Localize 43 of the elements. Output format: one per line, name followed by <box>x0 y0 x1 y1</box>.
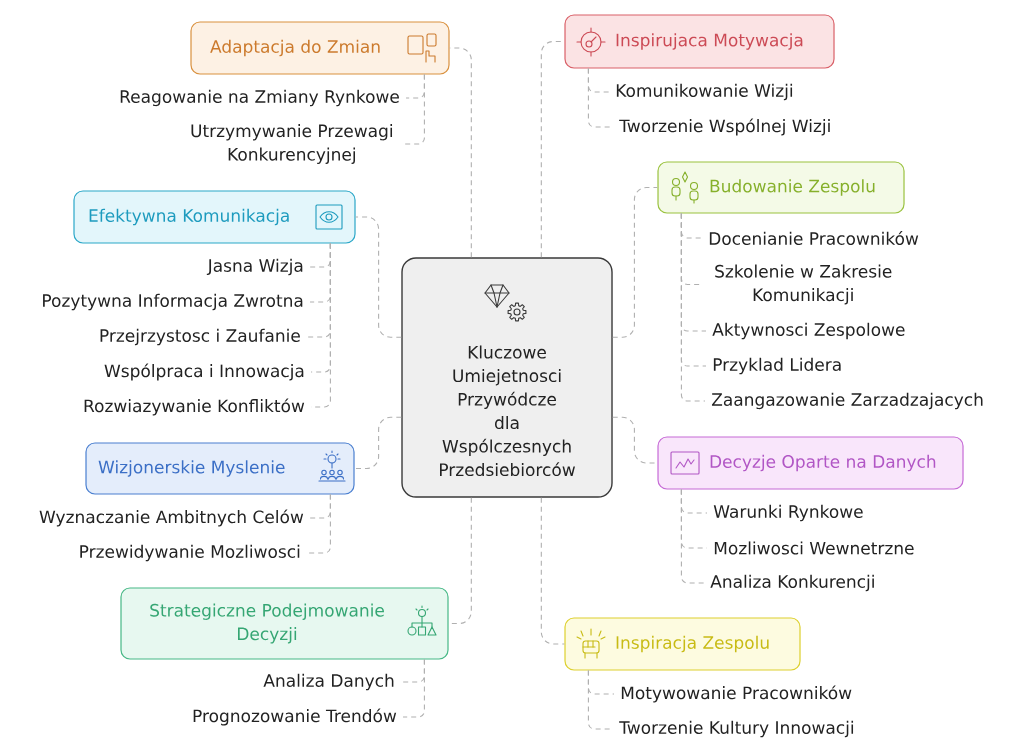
dashed-connector <box>355 216 402 338</box>
subtopic-label: Jasna Wizja <box>206 258 303 276</box>
subtopic-label: Reagowanie na Zmiany Rynkowe <box>120 89 399 107</box>
subtopic-label: Prognozowanie Trendów <box>193 708 397 726</box>
subtopic-label: Wspólpraca i Innowacja <box>104 363 304 381</box>
subtopic-label: Przyklad Lidera <box>713 357 841 375</box>
dashed-connector <box>403 74 425 145</box>
dashed-connector <box>306 494 331 554</box>
topic-box: Wizjonerskie Myslenie <box>85 442 355 495</box>
subtopic-label: Wyznaczanie Ambitnych Celów <box>39 509 304 527</box>
dashed-connector <box>540 497 565 645</box>
dashed-connector <box>354 416 402 470</box>
topic-box: Efektywna Komunikacja <box>73 190 356 244</box>
central-topic-box: Kluczowe Umiejetnosci Przywódcze dla Wspólczesnych Przedsiebiorców <box>401 257 613 498</box>
topic-box: Strategiczne Podejmowanie Decyzji <box>120 587 449 660</box>
dashed-connector <box>612 186 658 338</box>
subtopic-label: Komunikowanie Wizji <box>616 83 793 101</box>
topic-box: Inspiracja Zespolu <box>564 617 801 671</box>
dashed-connector <box>310 243 331 408</box>
subtopic-label: Przejrzystosc i Zaufanie <box>100 328 300 346</box>
topic-box: Decyzje Oparte na Danych <box>657 436 964 490</box>
subtopic-label: Tworzenie Kultury Innowacji <box>619 720 854 738</box>
subtopic-label: Analiza Danych <box>263 673 394 691</box>
topic-box: Adaptacja do Zmian <box>190 21 450 75</box>
subtopic-label: Rozwiazywanie Konfliktów <box>84 398 305 416</box>
dashed-connector <box>680 213 706 402</box>
subtopic-label: Aktywnosci Zespolowe <box>712 322 905 340</box>
subtopic-label: Zaangazowanie Zarzadzajacych <box>712 392 983 410</box>
subtopic-label: Docenianie Pracowników <box>709 231 919 245</box>
topic-box: Budowanie Zespolu <box>657 161 905 214</box>
subtopic-label: Motywowanie Pracowników <box>621 685 852 703</box>
subtopic-label: Przewidywanie Mozliwosci <box>80 544 300 562</box>
subtopic-label: Pozytywna Informacja Zwrotna <box>43 293 303 311</box>
subtopic-label: Tworzenie Wspólnej Wizji <box>619 118 830 136</box>
subtopic-label: Warunki Rynkowe <box>713 504 863 522</box>
subtopic-label: Utrzymywanie Przewagi Konkurencyjnej <box>191 124 392 164</box>
dashed-connector <box>680 489 705 584</box>
subtopic-label: Mozliwosci Wewnetrzne <box>714 541 914 555</box>
topic-box: Inspirujaca Motywacja <box>564 14 835 69</box>
dashed-connector <box>402 659 425 718</box>
subtopic-label: Analiza Konkurencji <box>710 574 874 592</box>
dashed-connector <box>449 47 472 258</box>
subtopic-label: Szkolenie w Zakresie Komunikacji <box>715 264 892 305</box>
